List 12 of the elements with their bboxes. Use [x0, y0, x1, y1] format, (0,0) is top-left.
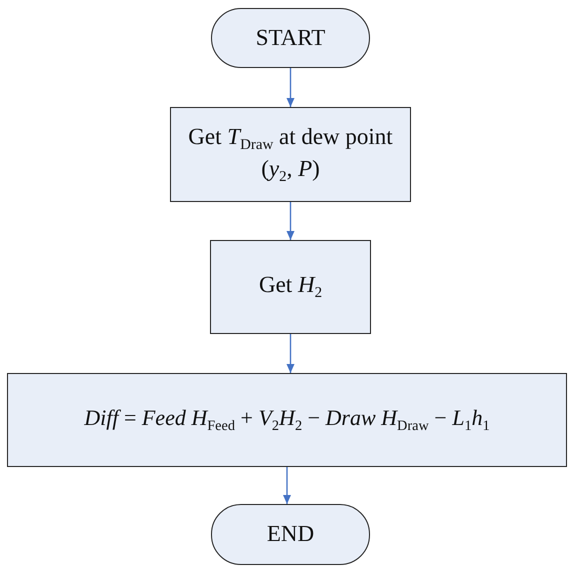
process-box — [7, 373, 567, 467]
node-text: START — [256, 24, 326, 52]
node-text: END — [266, 520, 314, 548]
arrow — [286, 202, 294, 240]
node-text: Get H$_{2}$ — [258, 271, 322, 303]
process-box — [170, 107, 411, 202]
node-text: Diff = Feed H$_{Feed}$ + V$_{2}$H$_{2}$ − Draw H$_{Draw}$ − L$_{1}$h$_{1}$ — [84, 404, 490, 436]
arrow — [283, 467, 291, 504]
arrow — [286, 68, 294, 107]
arrow — [286, 334, 294, 373]
node-text: Get T$_{Draw}$ at dew point (y$_{2}$, P) — [187, 122, 394, 186]
process-box — [210, 240, 371, 334]
